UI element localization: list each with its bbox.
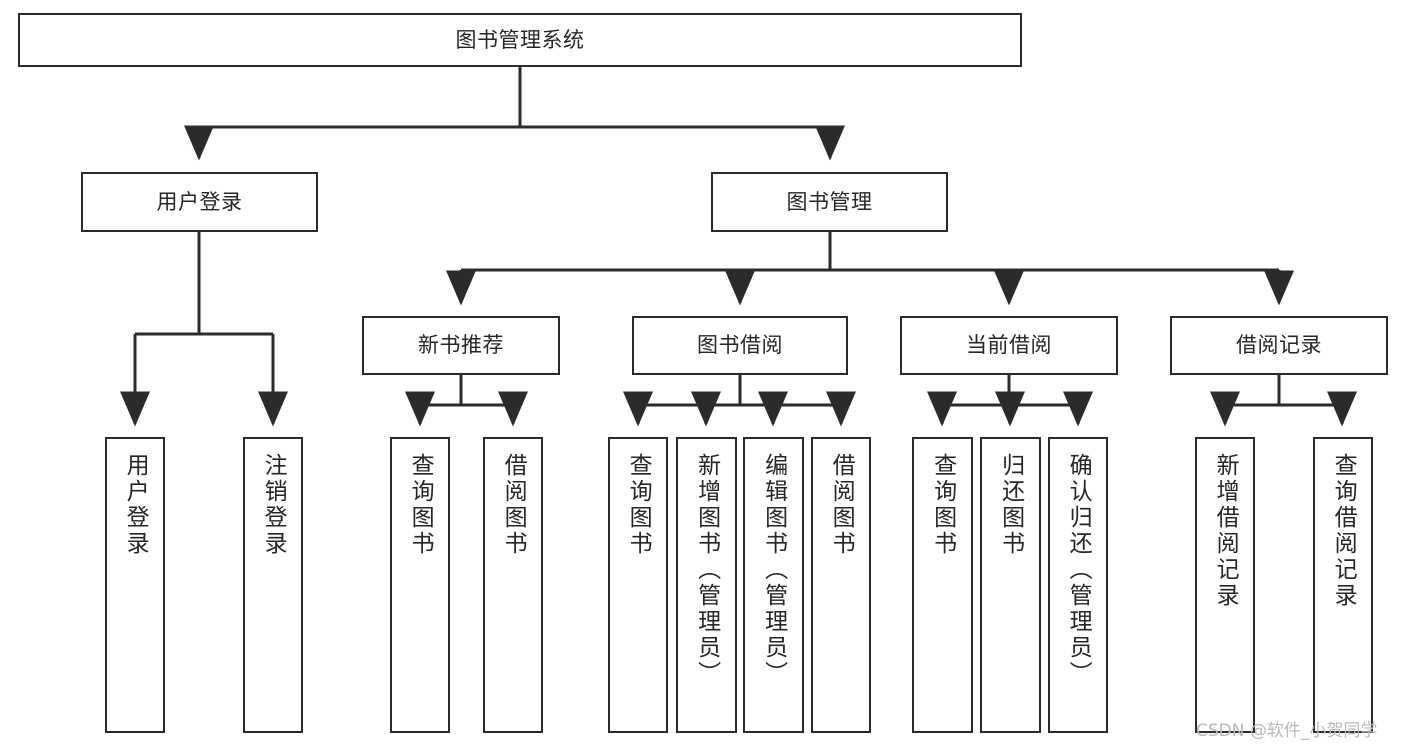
- leaf-current-confirm-return-label: 确认归还（管理员）: [1065, 453, 1092, 687]
- leaf-borrow-edit-book-label: 编辑图书（管理员）: [760, 453, 787, 687]
- leaf-user-login-login[interactable]: 用户登录: [105, 437, 165, 733]
- node-root[interactable]: 图书管理系统: [18, 13, 1022, 67]
- node-root-label: 图书管理系统: [455, 27, 585, 52]
- leaf-borrow-query-book[interactable]: 查询图书: [608, 437, 668, 733]
- leaf-current-return-book-label: 归还图书: [997, 453, 1024, 557]
- leaf-borrow-edit-book[interactable]: 编辑图书（管理员）: [743, 437, 804, 733]
- node-borrow-record-label: 借阅记录: [1236, 333, 1322, 358]
- leaf-current-confirm-return[interactable]: 确认归还（管理员）: [1048, 437, 1108, 733]
- node-borrow-record[interactable]: 借阅记录: [1170, 316, 1388, 375]
- leaf-current-query-book[interactable]: 查询图书: [912, 437, 973, 733]
- node-user-login[interactable]: 用户登录: [81, 172, 318, 232]
- leaf-current-query-book-label: 查询图书: [929, 453, 956, 557]
- node-book-management-label: 图书管理: [786, 189, 873, 214]
- leaf-borrow-add-book-label: 新增图书（管理员）: [693, 453, 720, 687]
- leaf-borrow-borrow-book[interactable]: 借阅图书: [811, 437, 871, 733]
- node-book-management[interactable]: 图书管理: [711, 172, 948, 232]
- leaf-borrow-borrow-book-label: 借阅图书: [828, 453, 855, 557]
- node-book-borrow-label: 图书借阅: [697, 333, 783, 358]
- node-current-borrow[interactable]: 当前借阅: [900, 316, 1118, 375]
- node-new-book-recommend-label: 新书推荐: [418, 333, 504, 358]
- leaf-record-add-label: 新增借阅记录: [1212, 453, 1239, 609]
- leaf-record-query[interactable]: 查询借阅记录: [1313, 437, 1373, 733]
- node-user-login-label: 用户登录: [156, 189, 243, 214]
- leaf-new-book-query[interactable]: 查询图书: [390, 437, 450, 733]
- leaf-borrow-add-book[interactable]: 新增图书（管理员）: [676, 437, 737, 733]
- leaf-record-query-label: 查询借阅记录: [1330, 453, 1357, 609]
- leaf-new-book-borrow-label: 借阅图书: [500, 453, 527, 557]
- leaf-new-book-query-label: 查询图书: [407, 453, 434, 557]
- leaf-user-login-logout[interactable]: 注销登录: [243, 437, 303, 733]
- leaf-current-return-book[interactable]: 归还图书: [980, 437, 1041, 733]
- leaf-borrow-query-book-label: 查询图书: [625, 453, 652, 557]
- node-current-borrow-label: 当前借阅: [966, 333, 1052, 358]
- node-new-book-recommend[interactable]: 新书推荐: [362, 316, 560, 375]
- leaf-new-book-borrow[interactable]: 借阅图书: [483, 437, 543, 733]
- leaf-user-login-login-label: 用户登录: [122, 453, 149, 557]
- leaf-record-add[interactable]: 新增借阅记录: [1195, 437, 1255, 733]
- leaf-user-login-logout-label: 注销登录: [260, 453, 287, 557]
- node-book-borrow[interactable]: 图书借阅: [632, 316, 848, 375]
- watermark-text: CSDN @软件_小贺同学: [1196, 721, 1378, 741]
